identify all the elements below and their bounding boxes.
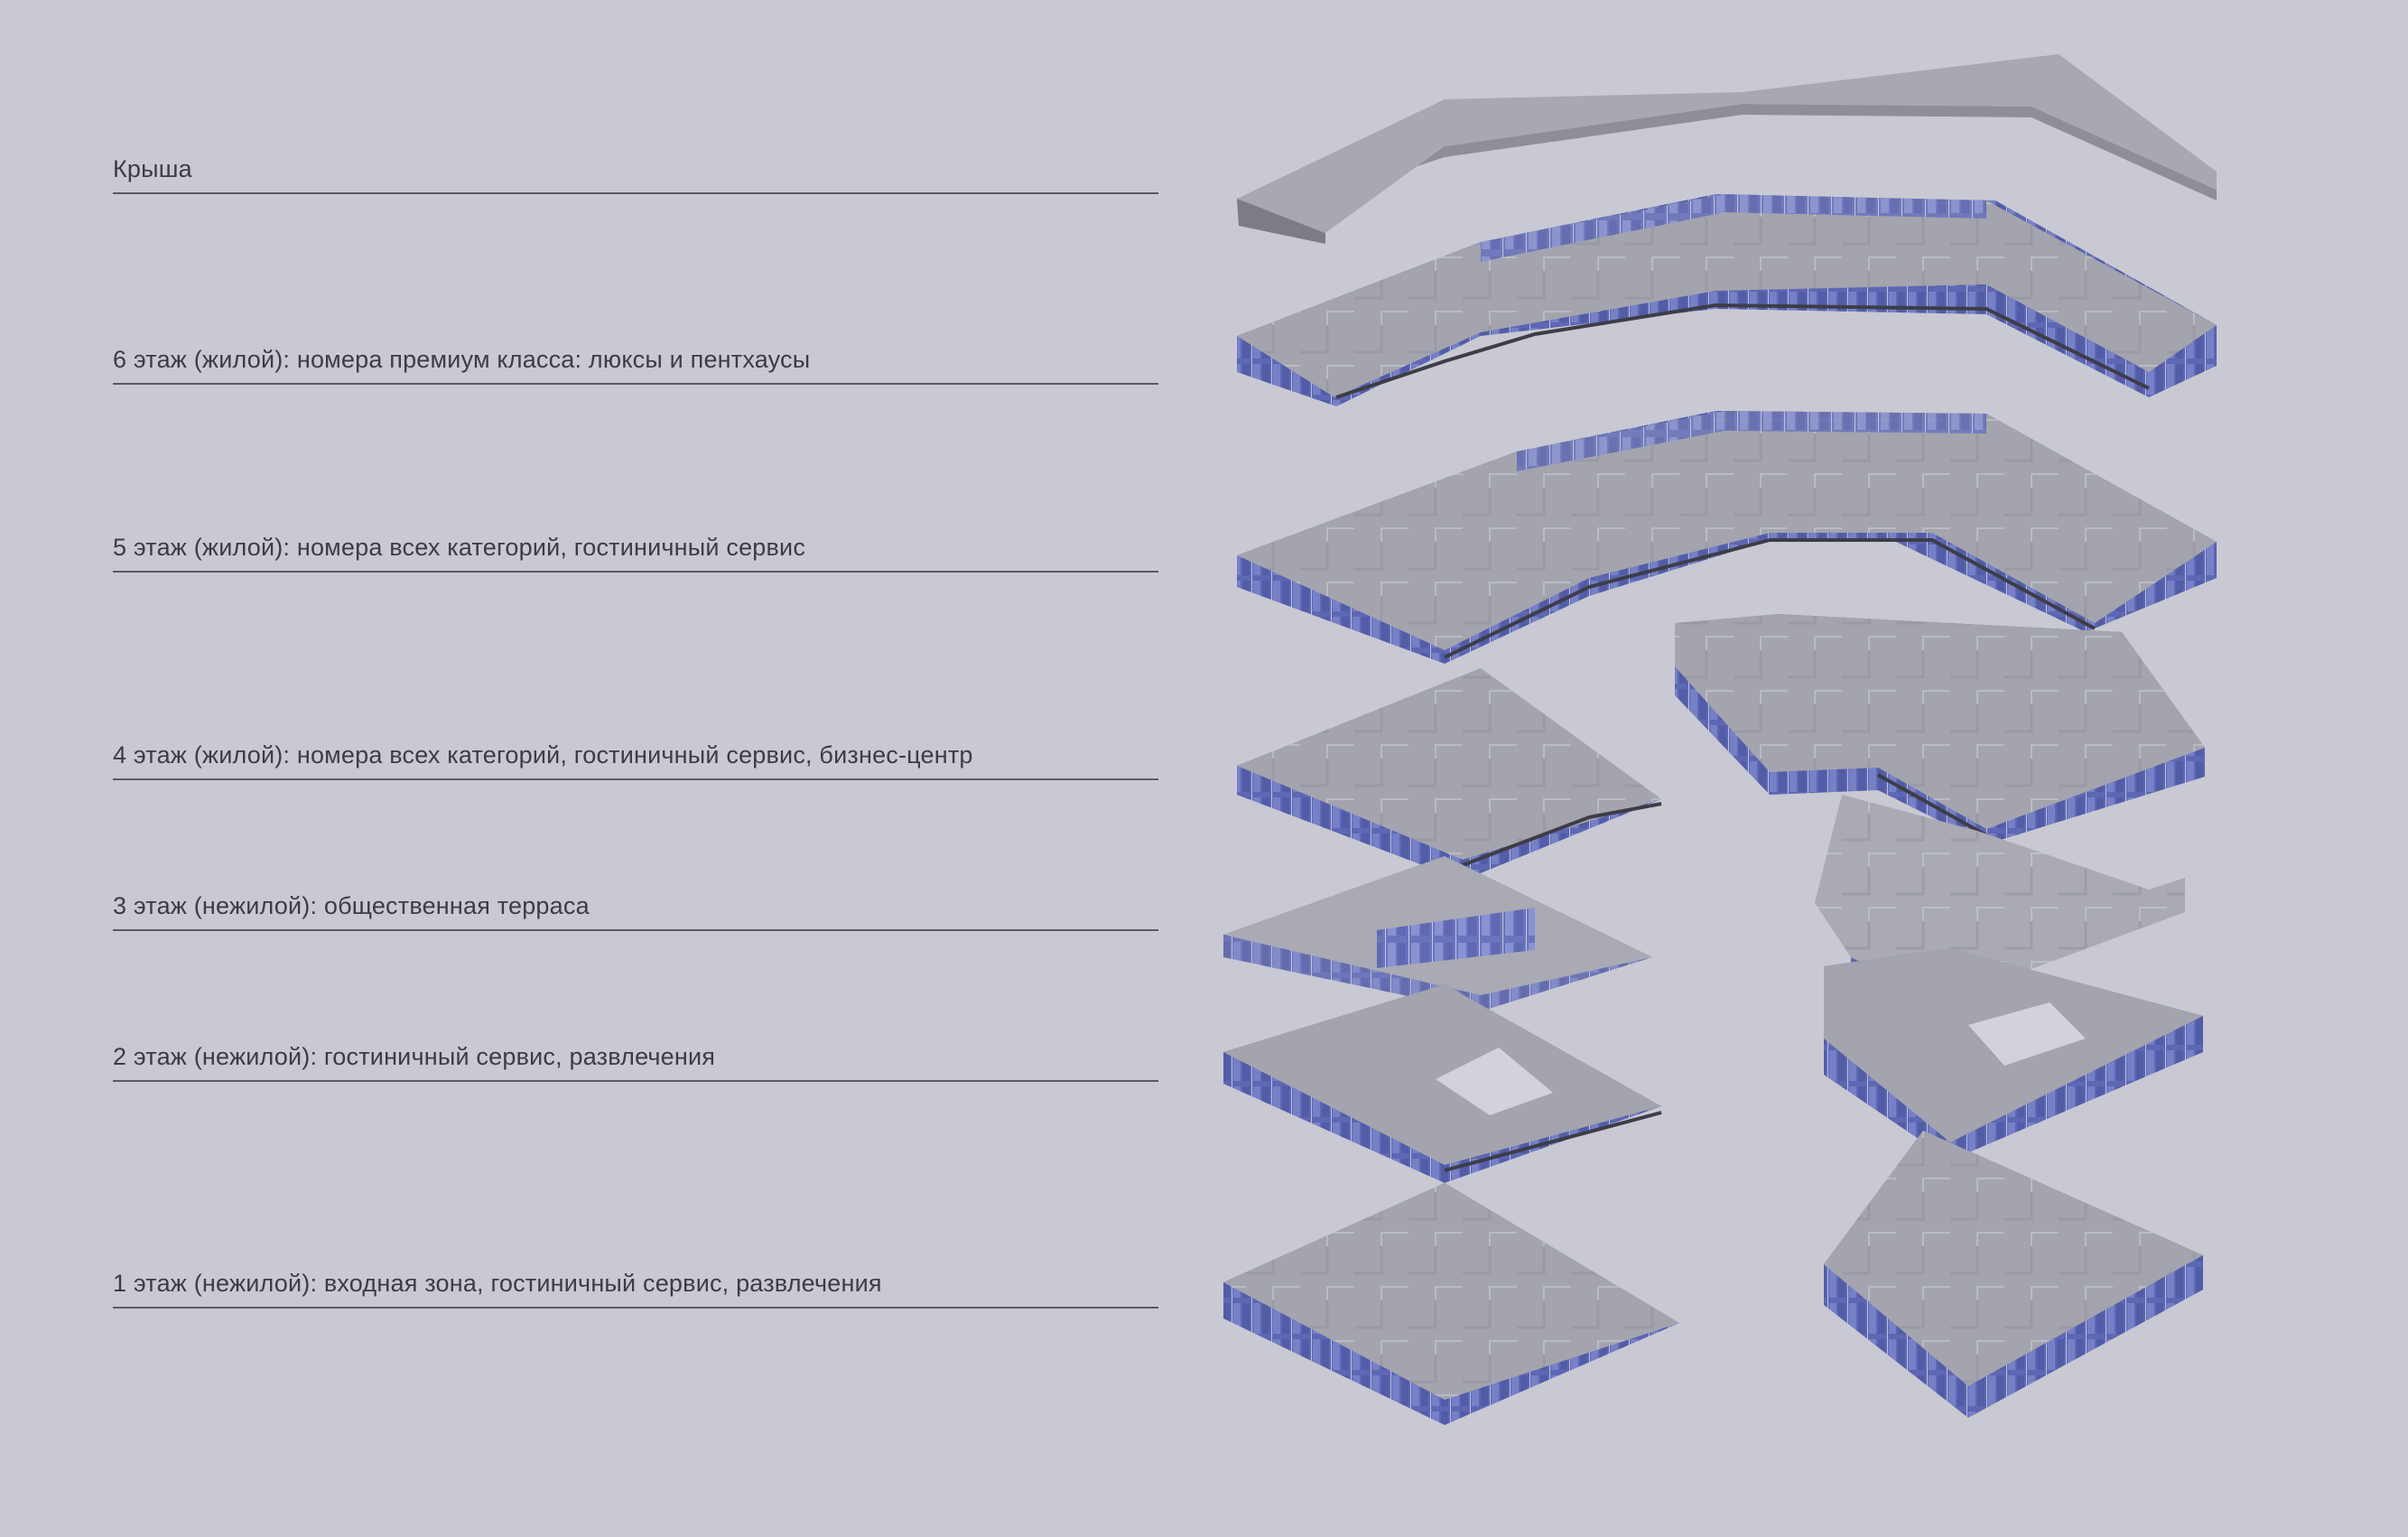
floor-3 [1223,795,2185,1013]
floor-label-text: 4 этаж (жилой): номера всех категорий, г… [113,741,973,768]
floor-label-1: 1 этаж (нежилой): входная зона, гостинич… [113,1270,1158,1309]
floor-label-text: 6 этаж (жилой): номера премиум класса: л… [113,346,811,373]
floor-label-text: 1 этаж (нежилой): входная зона, гостинич… [113,1270,882,1297]
floor-label-roof: Крыша [113,155,1158,194]
floor-2 [1223,948,2203,1183]
floor-4-rooms-right [1675,614,2205,829]
roof-slab [1237,54,2217,244]
floor-2-top-left [1223,984,1661,1165]
floor-6-glass [1481,194,1986,262]
floor-4 [1237,614,2205,880]
floor-label-text: 3 этаж (нежилой): общественная терраса [113,892,590,919]
floor-4-corridor-right [1877,773,1987,837]
floor-6-corridor [1335,303,2150,399]
floor-label-4: 4 этаж (жилой): номера всех категорий, г… [113,741,1158,780]
floor-1-rooms-right [1824,1131,2203,1386]
floor-label-5: 5 этаж (жилой): номера всех категорий, г… [113,534,1158,573]
floor-1-rooms-left [1223,1183,1679,1400]
floor-label-6: 6 этаж (жилой): номера премиум класса: л… [113,346,1158,385]
floor-label-text: 2 этаж (нежилой): гостиничный сервис, ра… [113,1043,716,1070]
floor-5-corridor [1444,538,2096,659]
floor-5-glass [1517,411,1986,471]
floor-6 [1237,194,2217,406]
floor-2-courtyard-right [1968,1002,2086,1066]
floor-label-2: 2 этаж (нежилой): гостиничный сервис, ра… [113,1043,1158,1082]
floor-3-rooms-right [1815,795,2185,1002]
floor-label-text: Крыша [113,155,192,182]
floor-5-rooms [1237,411,2217,650]
floor-label-text: 5 этаж (жилой): номера всех категорий, г… [113,534,806,561]
floor-4-rooms-left [1237,668,1661,860]
floor-3-rooms-left [1377,908,1535,968]
floor-5 [1237,411,2217,664]
floor-4-corridor-left [1462,802,1662,867]
floor-1 [1223,1131,2203,1425]
roof-top [1237,54,2217,233]
floor-label-3: 3 этаж (нежилой): общественная терраса [113,892,1158,931]
floor-2-corridor [1444,1111,1662,1172]
roof-side [1237,199,1325,244]
floor-2-courtyard-left [1436,1048,1553,1115]
